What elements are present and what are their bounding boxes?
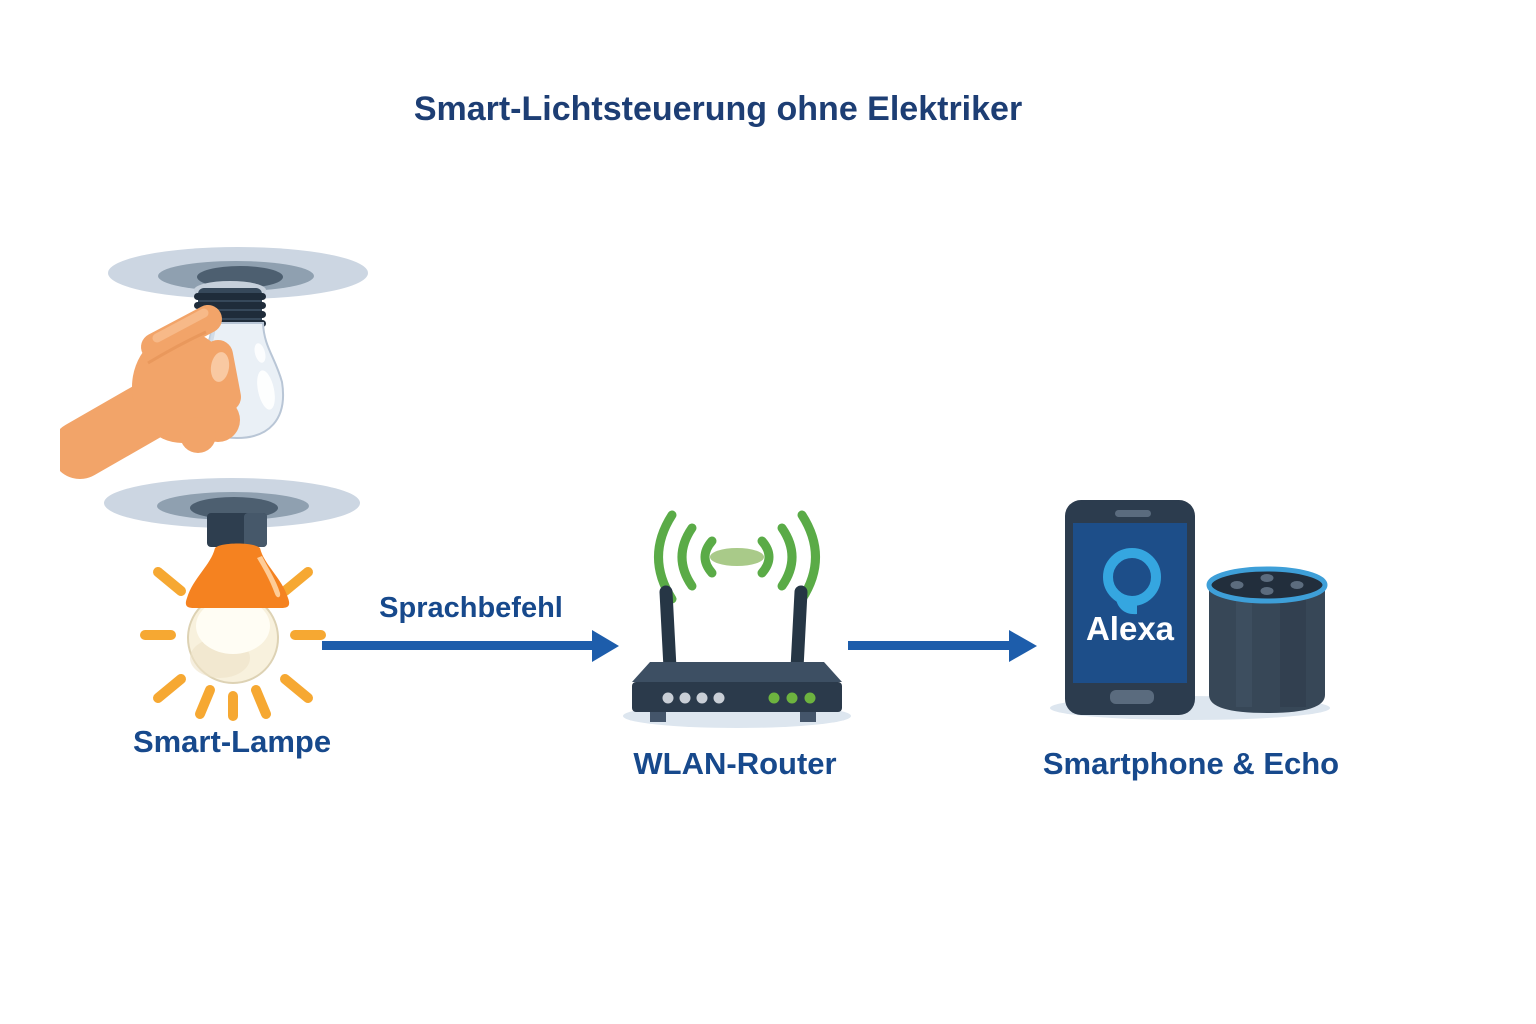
router-leds: [662, 692, 816, 704]
label-smartphone-echo: Smartphone & Echo: [1042, 746, 1340, 781]
page-title: Smart-Lichtsteuerung ohne Elektriker: [413, 90, 1023, 128]
glowing-smart-bulb-icon: [104, 478, 360, 721]
smart-bulb-icon: [185, 543, 290, 684]
glow-rays-icon: [140, 567, 326, 721]
alexa-logo-icon: [1103, 548, 1161, 615]
ceiling-socket-icon: [104, 478, 360, 547]
echo-speaker-icon: [1206, 566, 1328, 713]
hand-icon: [60, 305, 241, 479]
echo-top-buttons: [1230, 574, 1304, 595]
smartphone-echo-icon: Alexa: [1050, 500, 1330, 720]
arrow-right-icon: [848, 630, 1037, 662]
echo-light-ring: [1206, 566, 1328, 604]
label-wlan-router: WLAN-Router: [633, 746, 837, 781]
phone-home-button: [1110, 690, 1154, 704]
phone-speaker-slit: [1115, 510, 1151, 517]
smartphone-icon: Alexa: [1065, 500, 1195, 715]
router-icon: [623, 510, 851, 728]
arrow-right-icon: [322, 630, 619, 662]
alexa-screen-text: Alexa: [1086, 610, 1175, 647]
ceiling-socket-icon: [108, 247, 368, 333]
arrow-label-sprachbefehl: Sprachbefehl: [379, 592, 563, 624]
wifi-signal-icon: [654, 510, 820, 604]
label-smart-lampe: Smart-Lampe: [132, 724, 332, 759]
hand-installing-bulb-icon: [60, 247, 368, 479]
router-body: [632, 585, 842, 722]
